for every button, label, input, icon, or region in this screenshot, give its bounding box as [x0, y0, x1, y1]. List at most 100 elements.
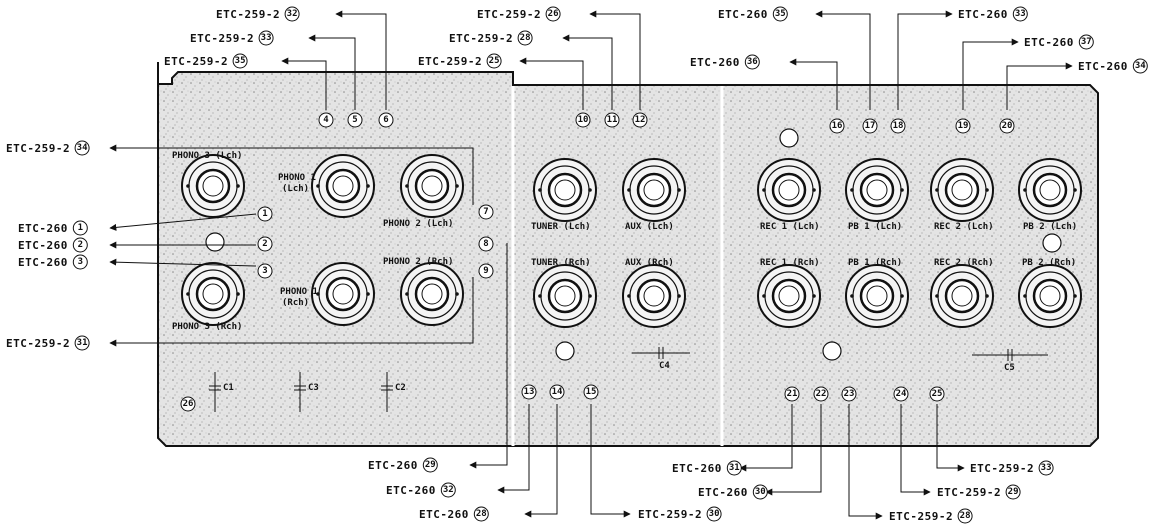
label-aux-rch: AUX (Rch)	[625, 258, 674, 268]
board-ref-16: 16	[829, 118, 845, 134]
callout-ref: ETC-260	[419, 508, 469, 521]
callout-ref: ETC-260	[1024, 36, 1074, 49]
board-ref-3: 3	[257, 263, 273, 279]
jack-pb2-lch	[1018, 158, 1082, 222]
board-ref-6: 6	[378, 112, 394, 128]
callout-ref: ETC-259-2	[164, 55, 228, 68]
jack-rec1-rch	[757, 264, 821, 328]
mounting-hole	[555, 341, 575, 361]
callout-ref: ETC-259-2	[449, 32, 513, 45]
callout-num: 34	[77, 143, 88, 153]
label-phono2-rch: PHONO 2 (Rch)	[383, 257, 453, 267]
board-ref-label: 19	[958, 121, 969, 131]
jack-phono2-rch	[400, 262, 464, 326]
capacitor-c5: C5	[972, 349, 1048, 373]
callout-num: 36	[747, 57, 758, 67]
callout-num: 35	[775, 9, 786, 19]
board-ref-label: 25	[932, 389, 943, 399]
board-ref-19: 19	[955, 118, 971, 134]
board-ref-label: 10	[578, 115, 589, 125]
callout-ref: ETC-260	[386, 484, 436, 497]
jack-aux-rch	[622, 264, 686, 328]
label-aux-lch: AUX (Lch)	[625, 222, 674, 232]
callout-ref: ETC-260	[368, 459, 418, 472]
board-ref-label: 2	[262, 239, 267, 249]
board-ref-1: 1	[257, 206, 273, 222]
label-phono1-rch: PHONO 1	[280, 287, 318, 297]
label-phono1-rch-sub: (Rch)	[282, 298, 309, 308]
callout-num: 34	[1135, 61, 1146, 71]
c3-label: C3	[308, 383, 319, 393]
capacitor-c1: C1	[209, 372, 234, 412]
jack-phono1-rch	[311, 262, 375, 326]
mounting-hole	[1042, 233, 1062, 253]
board-ref-22: 22	[813, 386, 829, 402]
callout-num: 29	[425, 460, 436, 470]
board-ref-4: 4	[318, 112, 334, 128]
board-ref-2: 2	[257, 236, 273, 252]
callout-num: 33	[1041, 463, 1052, 473]
callout-num: 29	[1008, 487, 1019, 497]
jack-rec2-rch	[930, 264, 994, 328]
board-ref-10: 10	[575, 112, 591, 128]
callout-num: 32	[287, 9, 298, 19]
label-phono2-lch: PHONO 2 (Lch)	[383, 219, 453, 229]
board-ref-label: 8	[483, 239, 488, 249]
callout-ref: ETC-259-2	[418, 55, 482, 68]
callout-ref: ETC-260	[672, 462, 722, 475]
callout-ref: ETC-260	[690, 56, 740, 69]
callout-top-right-0: ETC-260 35	[718, 6, 788, 22]
label-pb1-rch: PB 1 (Rch)	[848, 258, 902, 268]
callout-num: 33	[261, 33, 272, 43]
label-tuner-rch: TUNER (Rch)	[531, 258, 591, 268]
mounting-hole	[205, 232, 225, 252]
label-phono3-lch: PHONO 3 (Lch)	[172, 151, 242, 161]
label-rec1-rch: REC 1 (Rch)	[760, 258, 820, 268]
jack-pb1-lch	[845, 158, 909, 222]
capacitors: C1 C3 C2 C4 C5	[209, 347, 1048, 412]
callout-ref: ETC-260	[718, 8, 768, 21]
callout-left-2: ETC-259-2 35	[164, 53, 248, 69]
board-ref-20: 20	[999, 118, 1015, 134]
callout-ref: ETC-259-2	[6, 337, 70, 350]
callout-ref: ETC-260	[1078, 60, 1128, 73]
board-ref-label: 26	[183, 399, 194, 409]
callout-num: 35	[235, 56, 246, 66]
board-ref-label: 4	[323, 115, 329, 125]
jack-pb2-rch	[1018, 264, 1082, 328]
label-rec2-rch: REC 2 (Rch)	[934, 258, 994, 268]
callout-top-right-4: ETC-260 34	[1078, 58, 1148, 74]
board-ref-label: 12	[635, 115, 646, 125]
board-ref-23: 23	[841, 386, 857, 402]
board-ref-label: 20	[1002, 121, 1013, 131]
board-ref-26: 26	[180, 396, 196, 412]
label-pb2-rch: PB 2 (Rch)	[1022, 258, 1076, 268]
callout-ref: ETC-259-2	[889, 510, 953, 523]
circuit-board	[157, 62, 1099, 447]
jack-pb1-rch	[845, 264, 909, 328]
label-tuner-lch: TUNER (Lch)	[531, 222, 591, 232]
label-rec2-lch: REC 2 (Lch)	[934, 222, 994, 232]
board-ref-label: 13	[524, 387, 535, 397]
c2-label: C2	[395, 383, 406, 393]
callout-ref: ETC-259-2	[970, 462, 1034, 475]
jack-phono2-lch	[400, 154, 464, 218]
capacitor-c2: C2	[381, 372, 406, 412]
jack-rec2-lch	[930, 158, 994, 222]
callout-bottom-0: ETC-260 29	[368, 457, 438, 473]
board-ref-label: 6	[383, 115, 388, 125]
